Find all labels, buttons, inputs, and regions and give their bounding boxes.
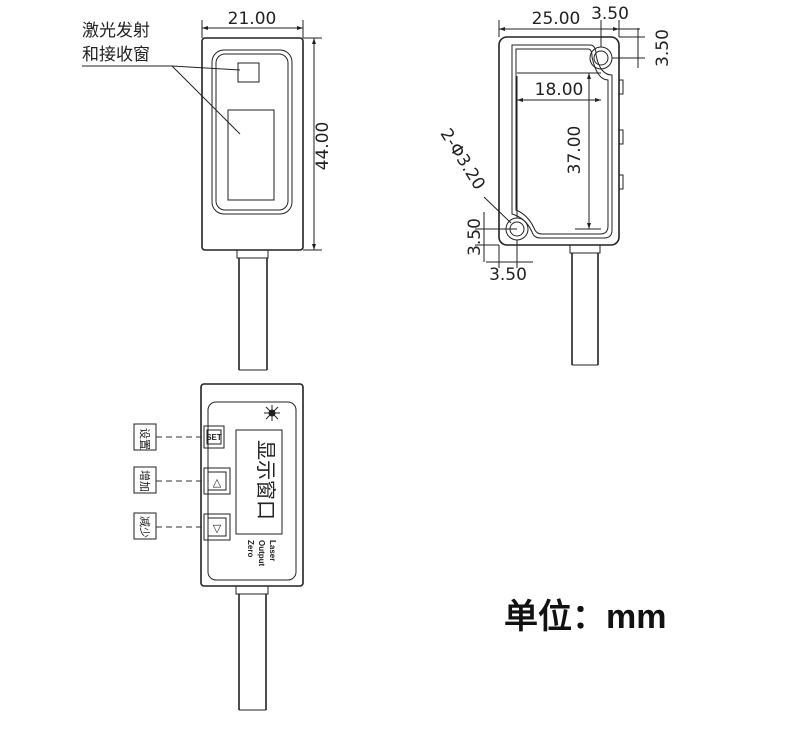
emitter-window [237,62,260,83]
display-window [235,429,283,535]
ind-zero: Zero [246,540,255,557]
front-height-dim: 44.00 [313,122,333,171]
set-key[interactable] [203,425,225,449]
up-key-icon: △ [213,476,222,489]
down-key-icon: ▽ [213,522,222,535]
front-view: 21.00 44.00 激光发射 和接收窗 [82,9,333,371]
back-inner-width-dim: 18.00 [535,80,584,100]
callout-down-label: 减少 [138,516,151,538]
window-label-line1: 激光发射 [82,21,150,41]
up-key[interactable] [203,467,231,495]
back-width-dim: 25.00 [532,9,581,29]
mount-hole-top [593,50,609,66]
back-hole-y-bottom-dim: 3.50 [465,218,485,256]
hole-diameter-dim: 2-Φ3.20 [436,125,489,193]
back-view: 25.00 3.50 3.50 18.00 37.00 2-Φ3.20 3.50… [436,4,673,366]
unit-label: 单位：mm [504,598,666,636]
receiver-window [227,109,275,201]
mount-hole-top-outer [589,46,613,70]
window-label-line2: 和接收窗 [82,45,150,65]
panel-face [207,401,297,581]
back-hole-x-top-dim: 3.50 [591,4,629,24]
down-key[interactable] [203,513,231,541]
front-window-inner [215,53,289,211]
front-width-dim: 21.00 [228,9,277,29]
callout-up [133,466,157,494]
callout-up-label: 增加 [138,470,152,492]
back-recess [511,44,613,239]
back-inner-height-dim: 37.00 [565,126,585,175]
panel-view: SET △ ▽ 显示窗口 Laser Output Zero 设置 增加 减少 [133,383,304,711]
front-cable-collar [236,249,269,259]
display-label: 显示窗口 [254,440,278,520]
front-window-frame [211,49,293,215]
back-hole-x-bottom-dim: 3.50 [489,265,527,285]
callout-down [133,512,157,540]
laser-sun-icon [264,405,280,421]
back-hole-y-top-dim: 3.50 [653,29,673,67]
ind-laser: Laser [268,540,277,561]
ind-output: Output [257,540,266,567]
set-key-label: SET [206,433,222,442]
callout-set-label: 设置 [138,428,151,450]
